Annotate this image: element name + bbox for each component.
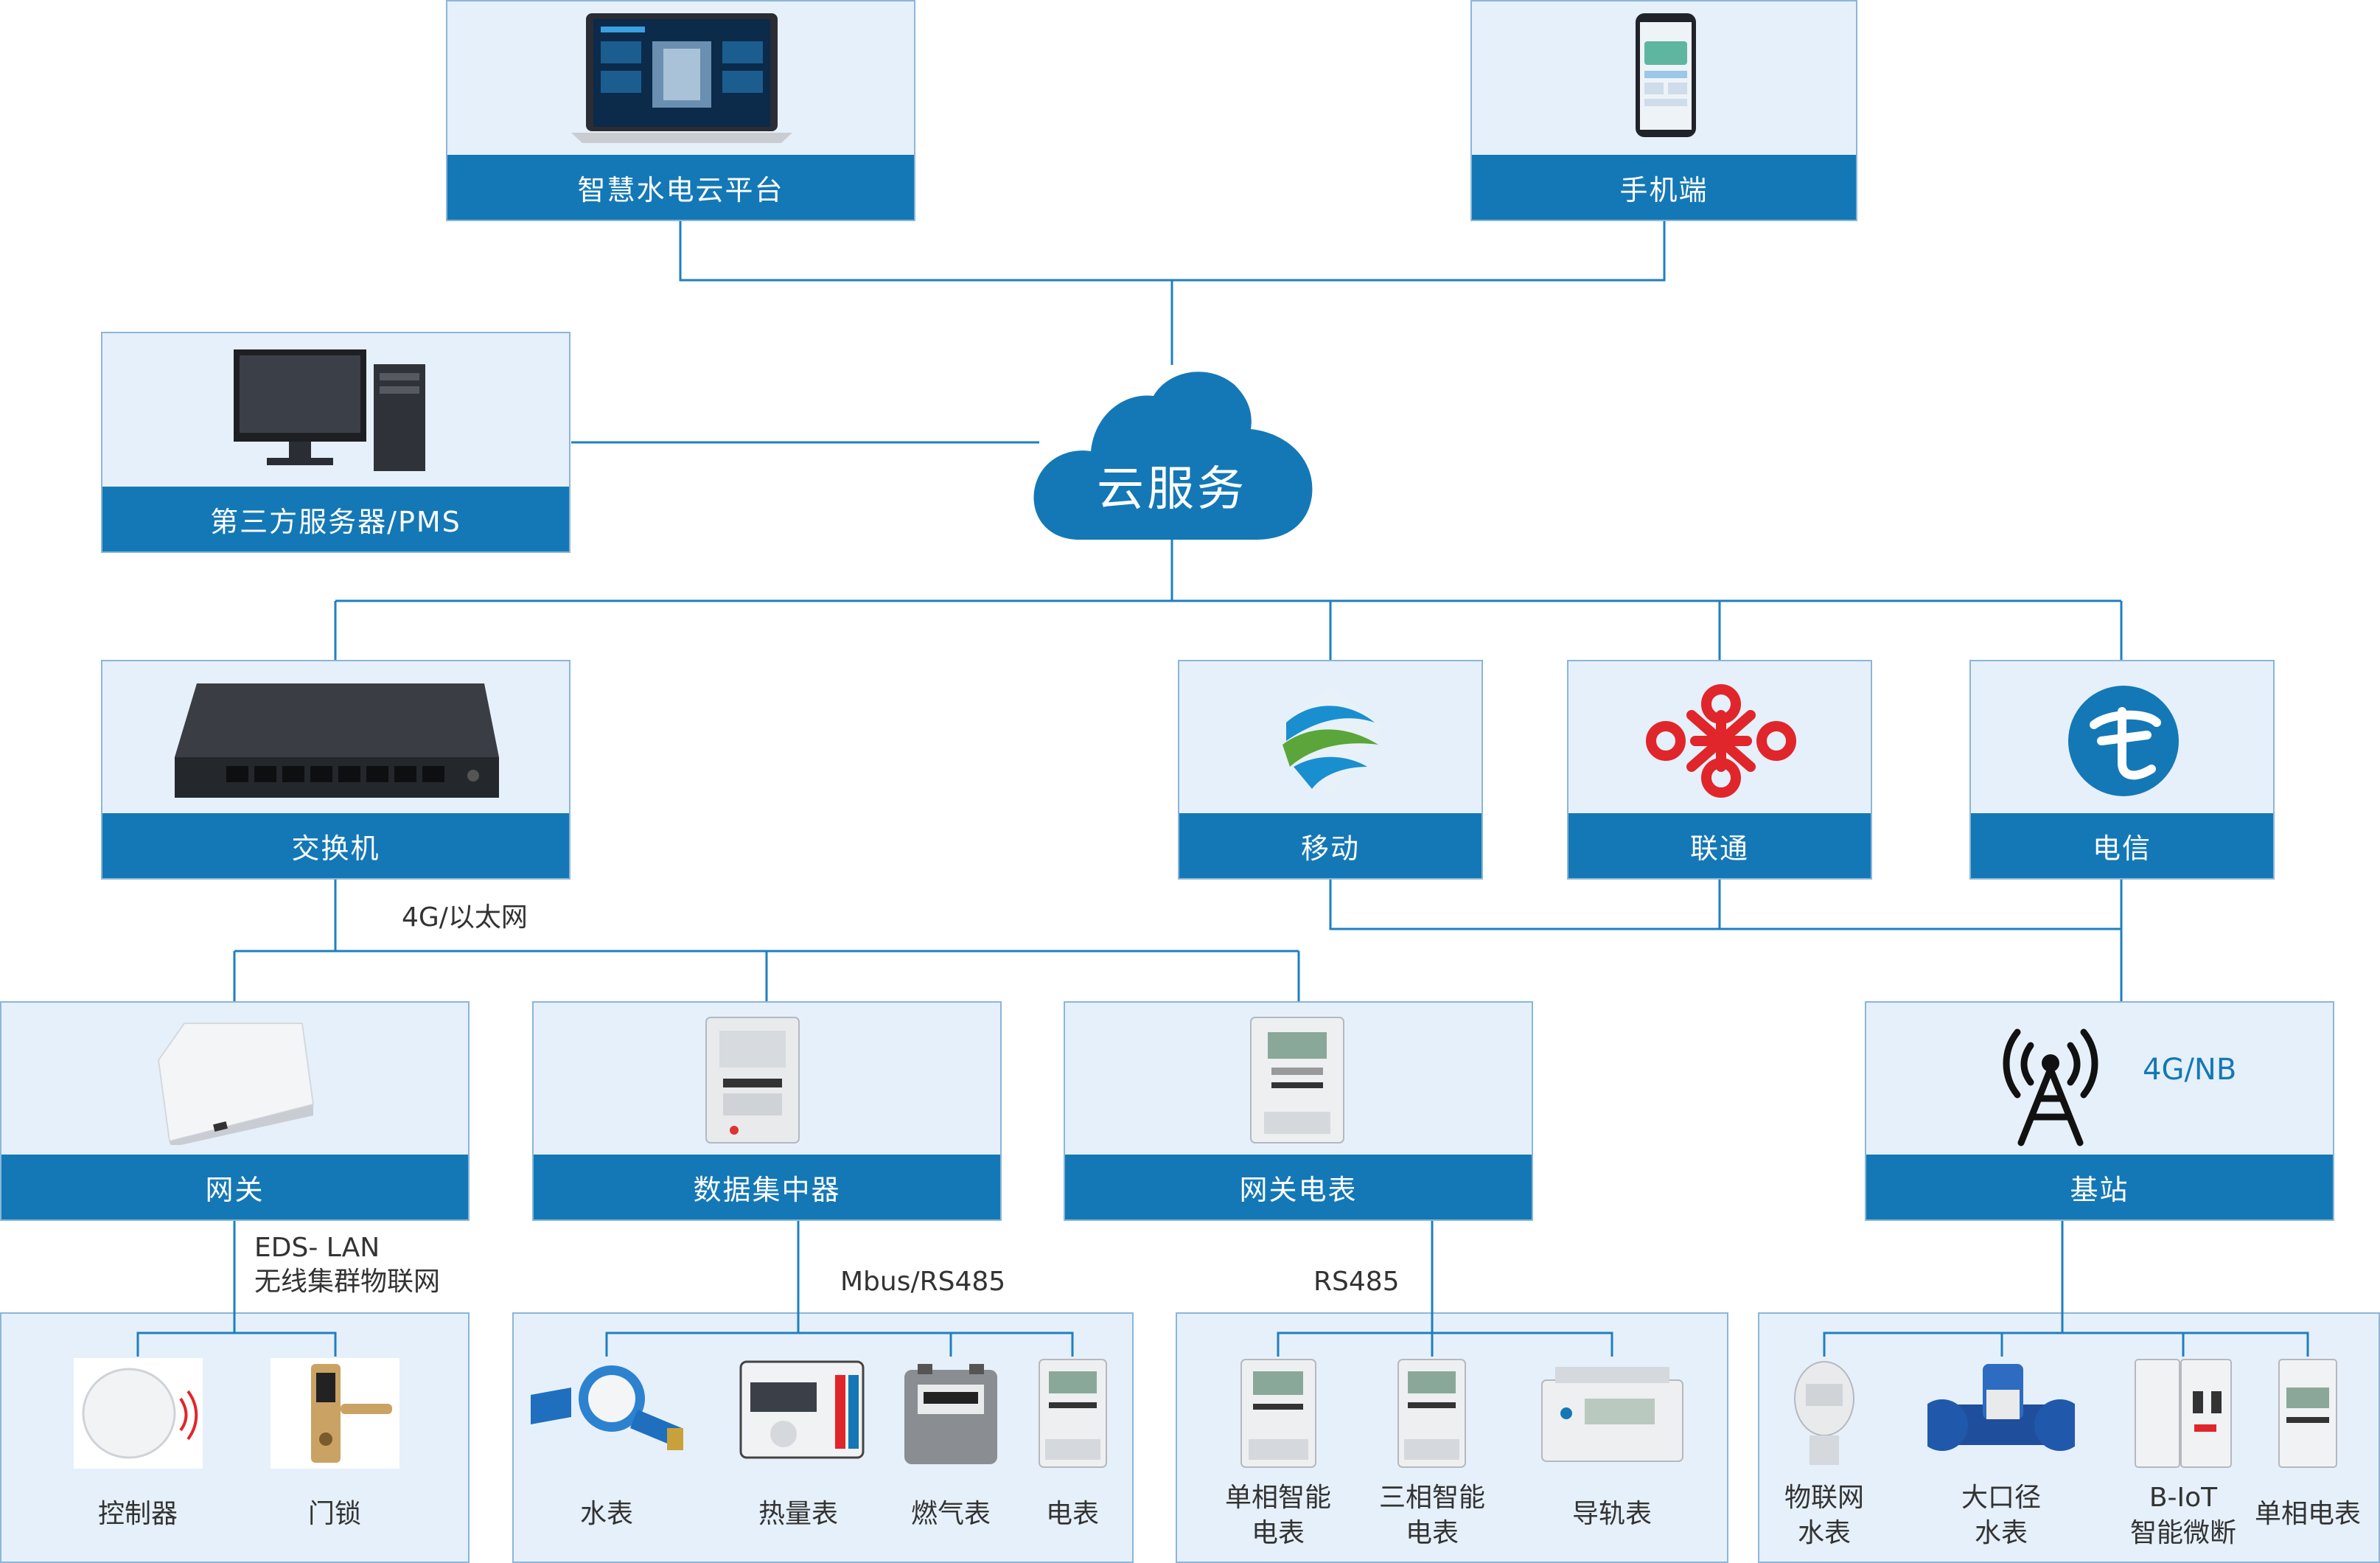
china-telecom-label: 电信: [1971, 813, 2273, 878]
platform-node: 智慧水电云平台: [446, 0, 915, 221]
china-unicom-label: 联通: [1568, 813, 1871, 878]
iot-water-meter-label-1: 物联网: [1784, 1483, 1864, 1513]
china-telecom-logo: [2068, 686, 2179, 796]
mobile-label: 手机端: [1472, 155, 1856, 220]
gateway-label: 网关: [1, 1155, 468, 1219]
three-phase-smart-meter-icon: [1397, 1359, 1466, 1468]
gateway-meter-icon: [1250, 1017, 1344, 1143]
gateway-icon: [157, 1023, 315, 1145]
din-rail-meter-icon: [1541, 1367, 1683, 1462]
base-station-label: 基站: [1866, 1155, 2333, 1219]
gateway-node: 网关: [0, 1001, 470, 1221]
electric-meter-icon: [1039, 1359, 1107, 1468]
water-meter-icon: [531, 1365, 683, 1450]
din-rail-meter-label: 导轨表: [1571, 1499, 1652, 1529]
china-telecom-node: 电信: [1969, 660, 2275, 880]
china-unicom-node: 联通: [1567, 660, 1872, 880]
controller-label: 控制器: [97, 1499, 178, 1529]
single-smart-meter-label-1: 单相智能: [1224, 1483, 1331, 1513]
gateway-meter-node: 网关电表: [1064, 1001, 1533, 1221]
china-mobile-logo: [1279, 686, 1382, 796]
china-mobile-node: 移动: [1178, 660, 1483, 880]
three-smart-meter-label-1: 三相智能: [1378, 1483, 1485, 1513]
ethernet-link-label: 4G/以太网: [402, 902, 528, 933]
switch-label: 交换机: [102, 813, 569, 878]
smart-breaker-label-1: B-IoT: [2149, 1483, 2218, 1513]
cloud-icon: [1033, 372, 1313, 540]
large-water-meter-label-1: 大口径: [1961, 1483, 2041, 1513]
platform-label: 智慧水电云平台: [447, 155, 914, 220]
single-phase-meter-label: 单相电表: [2254, 1499, 2361, 1529]
phone-icon: [1636, 13, 1696, 137]
gateway-meter-label: 网关电表: [1065, 1155, 1532, 1219]
iot-water-meter-icon: [1794, 1361, 1854, 1465]
single-smart-meter-label-2: 电表: [1251, 1518, 1305, 1548]
gas-meter-label: 燃气表: [910, 1499, 991, 1529]
door-lock-icon: [271, 1358, 399, 1469]
rs485-link-label: RS485: [1313, 1267, 1400, 1297]
tower-icon: [2003, 1028, 2098, 1146]
three-smart-meter-label-2: 电表: [1405, 1518, 1459, 1548]
third-party-label: 第三方服务器/PMS: [102, 487, 569, 551]
eds-lan-sub-label: 无线集群物联网: [254, 1267, 441, 1297]
switch-icon: [175, 683, 499, 798]
concentrator-icon: [705, 1017, 800, 1143]
single-phase-meter-icon: [2278, 1359, 2337, 1468]
heat-meter-icon: [739, 1360, 865, 1459]
china-mobile-label: 移动: [1179, 813, 1482, 878]
base-station-node: 4G/NB 基站: [1865, 1001, 2334, 1221]
iot-water-meter-label-2: 水表: [1797, 1518, 1851, 1548]
smart-breaker-icon: [2135, 1359, 2232, 1468]
smart-breaker-label-2: 智能微断: [2129, 1518, 2236, 1548]
gas-meter-icon: [904, 1364, 997, 1464]
third-party-node: 第三方服务器/PMS: [101, 332, 570, 553]
concentrator-label: 数据集中器: [534, 1155, 1000, 1219]
large-water-meter-label-2: 水表: [1974, 1518, 2028, 1548]
desktop-icon: [234, 349, 425, 471]
heat-meter-label: 热量表: [758, 1499, 838, 1529]
eds-lan-label: EDS- LAN: [254, 1233, 380, 1263]
mobile-node: 手机端: [1470, 0, 1857, 221]
concentrator-node: 数据集中器: [532, 1001, 1002, 1221]
large-water-meter-icon: [1927, 1364, 2075, 1451]
mbus-link-label: Mbus/RS485: [840, 1267, 1006, 1297]
water-meter-label: 水表: [579, 1499, 633, 1529]
laptop-icon: [571, 13, 792, 143]
switch-node: 交换机: [101, 660, 570, 880]
base-station-tag: 4G/NB: [2143, 1053, 2237, 1087]
single-phase-smart-meter-icon: [1240, 1359, 1316, 1468]
electric-meter-label: 电表: [1045, 1499, 1099, 1529]
door-lock-label: 门锁: [307, 1499, 361, 1529]
cloud-label: 云服务: [1097, 462, 1247, 517]
china-unicom-logo: [1646, 684, 1796, 798]
controller-icon: [74, 1358, 203, 1469]
